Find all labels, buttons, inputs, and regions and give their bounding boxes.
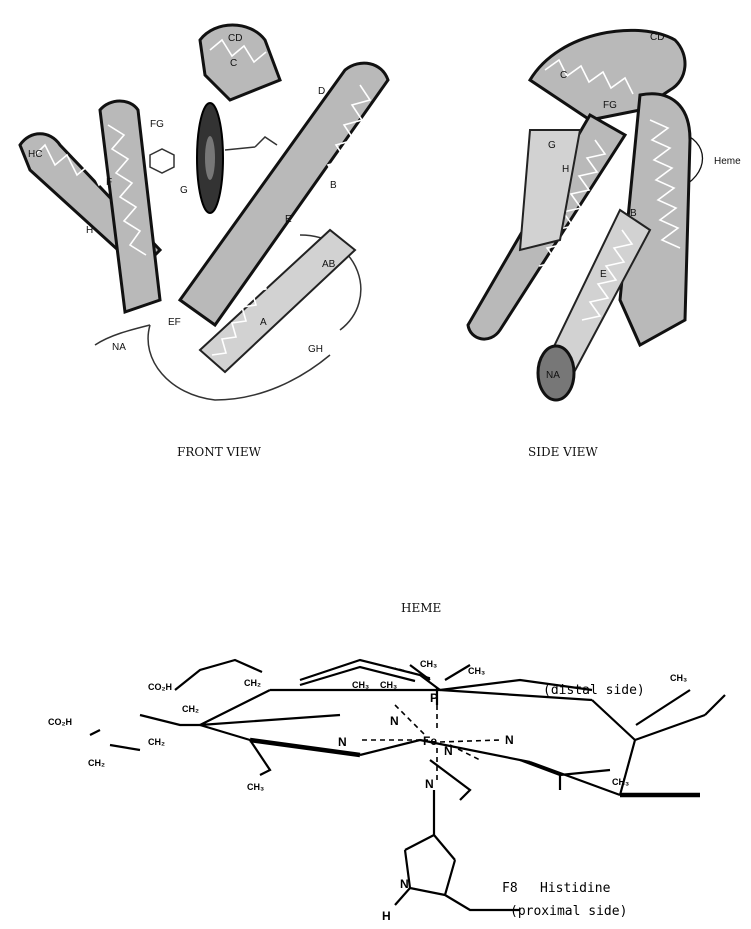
label-ef: EF	[168, 317, 181, 328]
heme-vinyl-lower	[430, 760, 470, 800]
side-label-b: B	[630, 208, 637, 219]
label-fg: FG	[150, 119, 164, 130]
label-ch3-bottom: CH₃	[612, 777, 629, 787]
front-heme-disc-center	[205, 136, 215, 180]
propionate-1-chain	[140, 715, 200, 725]
label-histidine: Histidine	[540, 881, 611, 896]
heme-methyl-left-bond	[250, 740, 270, 775]
label-na: NA	[112, 342, 126, 353]
label-c: C	[230, 58, 237, 69]
label-ch3-right: CH₃	[670, 673, 687, 683]
label-n2: N	[338, 735, 347, 749]
label-n6: N	[400, 877, 409, 891]
side-label-h: H	[562, 164, 569, 175]
p-ligand-bonds	[410, 665, 470, 705]
label-co2h-1: CO₂H	[48, 717, 72, 727]
front-view-structure: HC CD C D FG F G B E AB EF H NA A GH	[20, 25, 388, 400]
label-b: B	[330, 180, 337, 191]
heme-vinyl-right	[705, 695, 725, 715]
caption-heme: HEME	[401, 601, 441, 615]
label-f8: F8	[502, 881, 518, 896]
side-label-heme: Heme	[714, 156, 741, 167]
side-label-cd: CD	[650, 32, 664, 43]
label-n5: N	[425, 777, 434, 791]
label-distal-side: (distal side)	[543, 683, 645, 698]
label-ch3-p-right: CH₃	[468, 666, 485, 676]
label-ch3-top1: CH₃	[352, 680, 369, 690]
side-label-na: NA	[546, 370, 560, 381]
label-n3: N	[505, 733, 514, 747]
label-proximal-side: (proximal side)	[510, 904, 627, 919]
label-p: P	[430, 691, 438, 705]
caption-side-view: SIDE VIEW	[528, 445, 598, 459]
label-d: D	[318, 86, 325, 97]
side-label-g: G	[548, 140, 556, 151]
caption-front-view: FRONT VIEW	[177, 445, 262, 459]
label-ch2-1: CH₂	[148, 737, 165, 747]
label-co2h-2: CO₂H	[148, 682, 172, 692]
label-cd: CD	[228, 33, 242, 44]
side-view-structure: Heme CD C FG G H B E NA	[468, 30, 741, 400]
label-ch3-left: CH₃	[247, 782, 264, 792]
label-hc: HC	[28, 149, 42, 160]
heme-structure: CO₂H CO₂H CH₂ CH₂ CH₂ CH₂ CH₃ CH₃ CH₃ CH…	[48, 659, 725, 923]
label-n4: N	[444, 744, 453, 758]
label-ch3-p-left: CH₃	[420, 659, 437, 669]
propionate-1-ch2	[90, 730, 140, 750]
label-e: E	[285, 214, 292, 225]
label-ch3-top2: CH₃	[380, 680, 397, 690]
label-gh: GH	[308, 344, 323, 355]
label-ch2-3: CH₂	[182, 704, 199, 714]
label-h: H	[382, 909, 391, 923]
side-label-c: C	[560, 70, 567, 81]
side-label-e: E	[600, 269, 607, 280]
side-label-fg: FG	[603, 100, 617, 111]
label-n1: N	[390, 714, 399, 728]
label-ab: AB	[322, 259, 336, 270]
label-ch2-2: CH₂	[88, 758, 105, 768]
label-ch2-4: CH₂	[244, 678, 261, 688]
label-f: F	[106, 177, 112, 188]
label-a: A	[260, 317, 267, 328]
label-g: G	[180, 185, 188, 196]
label-h: H	[86, 225, 93, 236]
label-fe: Fe	[423, 734, 437, 748]
